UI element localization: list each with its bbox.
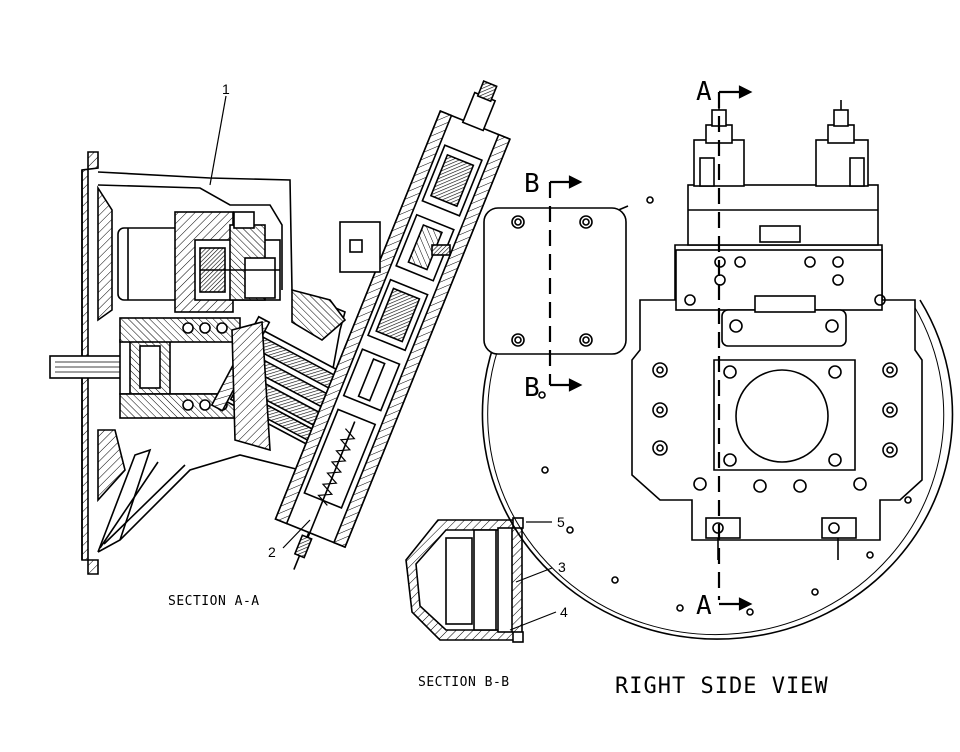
section-bb-caption: SECTION B-B	[418, 675, 510, 690]
section-aa-caption: SECTION A-A	[168, 594, 260, 609]
callout-3: 3	[558, 559, 566, 575]
callout-1: 1	[222, 81, 230, 97]
section-bb-view	[405, 517, 524, 643]
right-side-view	[481, 100, 954, 640]
section-marker-a-bottom: A	[696, 591, 712, 621]
right-side-view-caption: RIGHT SIDE VIEW	[615, 674, 829, 699]
section-aa-view	[49, 80, 511, 575]
callout-5: 5	[557, 514, 565, 530]
section-cut-lines	[548, 85, 753, 611]
callout-4: 4	[560, 604, 568, 620]
callout-2: 2	[268, 544, 276, 560]
callout-leaders-bb	[509, 521, 557, 631]
callout-leaders-aa	[209, 95, 311, 549]
section-marker-b-bottom: B	[524, 373, 540, 403]
section-marker-a-top: A	[696, 77, 712, 107]
section-marker-b-top: B	[524, 169, 540, 199]
